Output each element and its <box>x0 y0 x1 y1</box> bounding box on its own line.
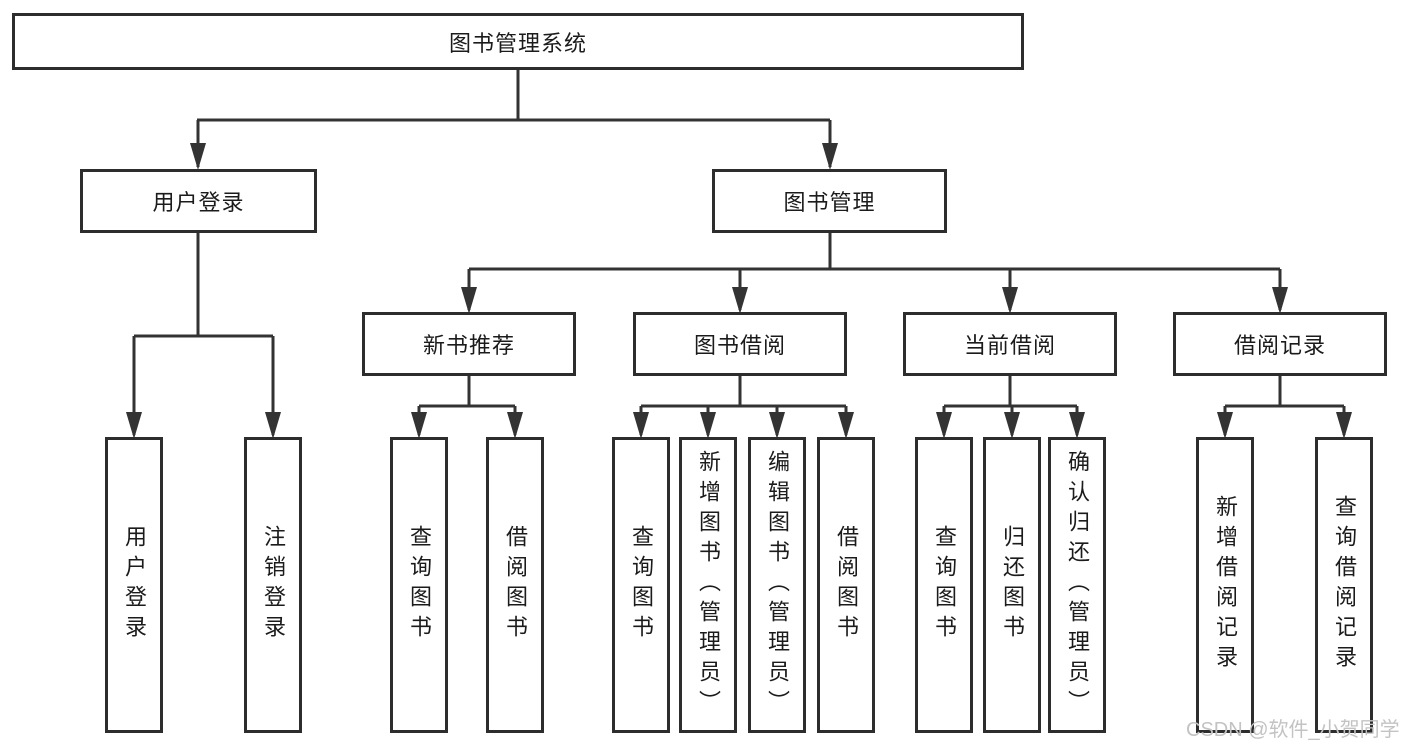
node-label: 图书管理 <box>783 190 876 215</box>
leaf-add-books-admin: 新增图书（管理员） <box>679 437 737 733</box>
node-current-borrow: 当前借阅 <box>903 312 1117 376</box>
node-label: 新增图书（管理员） <box>696 450 721 720</box>
leaf-borrow-books: 借阅图书 <box>817 437 875 733</box>
node-label: 确认归还（管理员） <box>1065 450 1090 720</box>
leaf-user-login: 用户登录 <box>105 437 163 733</box>
arrowheads <box>126 143 1352 439</box>
node-label: 归还图书 <box>1000 525 1025 645</box>
node-new-book-recommend: 新书推荐 <box>362 312 576 376</box>
leaf-borrow-books-recommend: 借阅图书 <box>486 437 544 733</box>
node-label: 查询图书 <box>407 525 432 645</box>
leaf-add-borrow-record: 新增借阅记录 <box>1196 437 1254 733</box>
node-label: 注销登录 <box>261 525 286 645</box>
leaf-confirm-return-admin: 确认归还（管理员） <box>1048 437 1106 733</box>
leaf-query-borrow-record: 查询借阅记录 <box>1315 437 1373 733</box>
node-label: 查询借阅记录 <box>1332 495 1357 675</box>
leaf-query-books-borrow: 查询图书 <box>612 437 670 733</box>
node-label: 用户登录 <box>122 525 147 645</box>
node-label: 图书借阅 <box>693 333 786 358</box>
node-borrow-records: 借阅记录 <box>1173 312 1387 376</box>
connector-lines <box>132 69 1346 435</box>
node-label: 图书管理系统 <box>448 30 587 56</box>
node-label: 查询图书 <box>629 525 654 645</box>
node-label: 借阅图书 <box>834 525 859 645</box>
node-library-management-system: 图书管理系统 <box>12 13 1024 70</box>
node-book-management: 图书管理 <box>712 169 947 233</box>
node-label: 新增借阅记录 <box>1213 495 1238 675</box>
leaf-logout: 注销登录 <box>244 437 302 733</box>
node-label: 编辑图书（管理员） <box>765 450 790 720</box>
node-label: 新书推荐 <box>422 333 515 358</box>
node-label: 借阅图书 <box>503 525 528 645</box>
node-label: 当前借阅 <box>963 333 1056 358</box>
csdn-watermark: CSDN @软件_小贺同学 <box>1186 719 1400 741</box>
node-label: 查询图书 <box>932 525 957 645</box>
leaf-edit-books-admin: 编辑图书（管理员） <box>748 437 806 733</box>
node-user-login: 用户登录 <box>80 169 317 233</box>
leaf-query-books-current: 查询图书 <box>915 437 973 733</box>
node-label: 用户登录 <box>152 190 245 215</box>
node-book-borrow: 图书借阅 <box>633 312 847 376</box>
leaf-query-books-recommend: 查询图书 <box>390 437 448 733</box>
leaf-return-books: 归还图书 <box>983 437 1041 733</box>
node-label: 借阅记录 <box>1233 333 1326 358</box>
